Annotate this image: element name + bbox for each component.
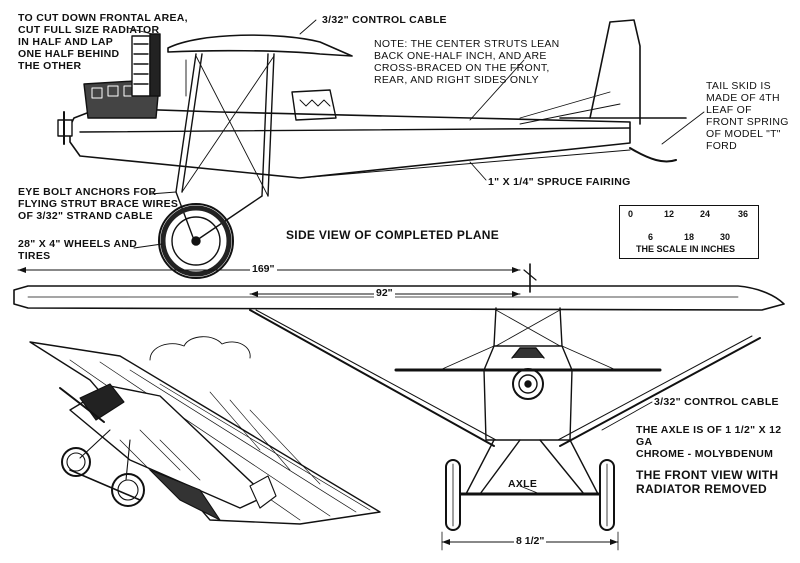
span-dimension: 169" [250, 263, 277, 275]
scale-tick-18: 18 [684, 232, 695, 242]
center-struts-note: NOTE: THE CENTER STRUTS LEAN BACK ONE-HA… [374, 38, 560, 86]
radiator-note: TO CUT DOWN FRONTAL AREA, CUT FULL SIZE … [18, 12, 188, 72]
axle-material-note: THE AXLE IS OF 1 1/2" X 12 GA CHROME - M… [636, 424, 782, 460]
tail-skid-note: TAIL SKID IS MADE OF 4TH LEAF OF FRONT S… [706, 80, 789, 152]
scale-tick-30: 30 [720, 232, 731, 242]
scale-legend [619, 205, 759, 259]
scale-tick-0: 0 [628, 209, 634, 219]
side-view-title: SIDE VIEW OF COMPLETED PLANE [286, 228, 500, 242]
axle-label: AXLE [508, 478, 538, 490]
side-view [57, 19, 705, 279]
top-wing-view [13, 263, 785, 311]
control-cable-top-label: 3/32" CONTROL CABLE [322, 14, 447, 26]
front-view [249, 307, 761, 551]
eye-bolt-note: EYE BOLT ANCHORS FOR FLYING STRUT BRACE … [18, 186, 179, 222]
center-dimension: 92" [374, 287, 395, 299]
front-view-title: THE FRONT VIEW WITH RADIATOR REMOVED [636, 468, 779, 496]
scale-tick-36: 36 [738, 209, 749, 219]
spruce-fairing-label: 1" X 1/4" SPRUCE FAIRING [488, 176, 631, 188]
control-cable-front-label: 3/32" CONTROL CABLE [654, 396, 779, 408]
scale-tick-12: 12 [664, 209, 675, 219]
track-dimension: 8 1/2" [514, 535, 547, 547]
scale-caption: THE SCALE IN INCHES [636, 244, 736, 254]
perspective-sketch [29, 336, 381, 525]
wheels-note: 28" X 4" WHEELS AND TIRES [18, 238, 138, 262]
scale-tick-24: 24 [700, 209, 711, 219]
scale-tick-6: 6 [648, 232, 654, 242]
